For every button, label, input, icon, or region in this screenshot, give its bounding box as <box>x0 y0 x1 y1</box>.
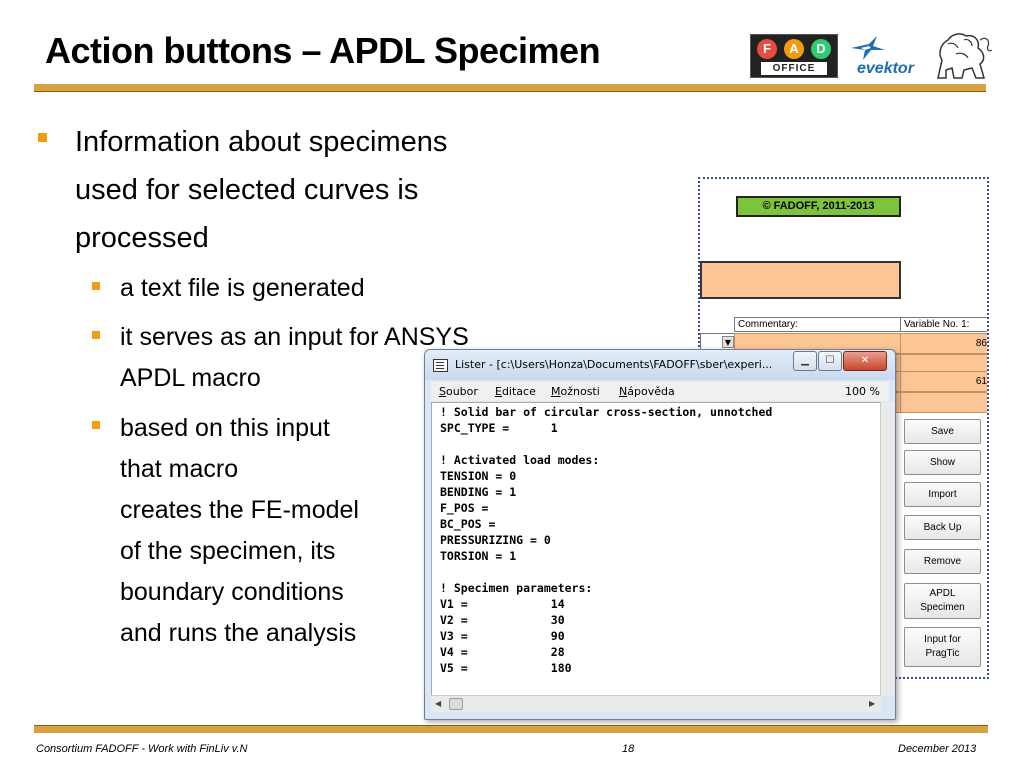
minimize-icon[interactable]: ▁ <box>793 351 817 371</box>
slide-title: Action buttons – APDL Specimen <box>45 30 601 71</box>
sub-bullet-ansys-input: it serves as an input for ANSYS APDL mac… <box>120 317 469 399</box>
content-line <box>440 564 880 580</box>
menu-soubor[interactable]: Soubor <box>439 385 478 398</box>
input-for-pragtic-button[interactable]: Input for PragTic <box>904 627 981 667</box>
horizontal-scrollbar[interactable]: ◀ ▶ <box>431 695 881 712</box>
bullet-line: based on this input <box>120 414 330 442</box>
czech-lion-emblem-icon <box>928 30 994 80</box>
fad-office-logo: F A D OFFICE <box>750 34 838 78</box>
window-titlebar[interactable]: Lister - [c:\Users\Honza\Documents\FADOF… <box>425 350 895 380</box>
bullet-line: creates the FE-model <box>120 496 359 524</box>
menu-bar: Soubor Editace Možnosti Nápověda 100 % <box>431 382 889 401</box>
zoom-level[interactable]: 100 % <box>845 385 880 398</box>
content-line: V5 = 180 <box>440 661 572 675</box>
sub-bullet-marker <box>92 282 100 290</box>
content-line: V3 = 90 <box>440 629 565 643</box>
variable-header: Variable No. 1: <box>900 317 987 332</box>
chevron-down-icon[interactable]: ▼ <box>722 336 734 348</box>
file-content[interactable]: ! Solid bar of circular cross-section, u… <box>431 402 881 696</box>
bullet-line: boundary conditions <box>120 578 344 606</box>
menu-moznosti[interactable]: Možnosti <box>551 385 600 398</box>
content-line: SPC_TYPE = 1 <box>440 421 558 435</box>
maximize-icon[interactable]: ☐ <box>818 351 842 371</box>
close-icon[interactable]: ✕ <box>843 351 887 371</box>
content-line: PRESSURIZING = 0 <box>440 533 551 547</box>
content-line: V1 = 14 <box>440 597 565 611</box>
fad-letter-d: D <box>811 39 831 59</box>
footer-left: Consortium FADOFF - Work with FinLiv v.N <box>36 743 248 755</box>
vertical-scrollbar[interactable] <box>880 402 895 696</box>
commentary-header: Commentary: <box>734 317 902 332</box>
evektor-logo: evektor <box>845 34 925 78</box>
sub-bullet-marker <box>92 421 100 429</box>
title-divider <box>34 84 986 92</box>
content-line <box>440 436 880 452</box>
fad-letter-f: F <box>757 39 777 59</box>
content-line: BENDING = 1 <box>440 485 517 499</box>
content-line: BC_POS = <box>440 517 496 531</box>
menu-editace[interactable]: Editace <box>495 385 536 398</box>
content-line: V4 = 28 <box>440 645 565 659</box>
content-line: V2 = 30 <box>440 613 565 627</box>
content-line: TORSION = 1 <box>440 549 517 563</box>
copyright-label: © FADOFF, 2011-2013 <box>736 196 901 217</box>
page-number: 18 <box>622 743 635 755</box>
sub-bullet-marker <box>92 331 100 339</box>
evektor-star-icon <box>851 36 885 60</box>
sub-bullet-text-file: a text file is generated <box>120 274 365 302</box>
bullet-line: and runs the analysis <box>120 619 357 647</box>
import-button[interactable]: Import <box>904 482 981 507</box>
header-cell <box>700 261 901 299</box>
content-line: ! Solid bar of circular cross-section, u… <box>440 405 773 419</box>
lister-window: Lister - [c:\Users\Honza\Documents\FADOF… <box>424 349 896 720</box>
bullet-line: APDL macro <box>120 364 261 392</box>
lister-app-icon[interactable] <box>433 359 448 372</box>
menu-napoveda[interactable]: Nápověda <box>619 385 675 398</box>
fad-office-text: OFFICE <box>761 62 827 75</box>
remove-button[interactable]: Remove <box>904 549 981 574</box>
show-button[interactable]: Show <box>904 450 981 475</box>
bullet-line: of the specimen, its <box>120 537 336 565</box>
scroll-thumb[interactable] <box>449 698 463 710</box>
footer-date: December 2013 <box>898 743 977 755</box>
bullet-line: that macro <box>120 455 239 483</box>
window-title: Lister - [c:\Users\Honza\Documents\FADOF… <box>455 358 773 371</box>
value-cell[interactable] <box>900 392 987 413</box>
bullet-line: processed <box>75 222 209 254</box>
bullet-information: Information about specimens used for sel… <box>75 118 447 262</box>
save-button[interactable]: Save <box>904 419 981 444</box>
bullet-marker <box>38 133 47 142</box>
content-line: ! Specimen parameters: <box>440 581 593 595</box>
content-line: TENSION = 0 <box>440 469 517 483</box>
scroll-right-icon[interactable]: ▶ <box>869 699 876 708</box>
content-line: ! Activated load modes: <box>440 453 600 467</box>
footer-divider <box>34 725 988 733</box>
value-cell[interactable]: 61 <box>900 371 987 392</box>
fad-letter-a: A <box>784 39 804 59</box>
back-up-button[interactable]: Back Up <box>904 515 981 540</box>
bullet-line: it serves as an input for ANSYS <box>120 323 469 351</box>
scroll-left-icon[interactable]: ◀ <box>435 699 442 708</box>
bullet-line: Information about specimens <box>75 126 448 158</box>
bullet-line: used for selected curves is <box>75 174 419 206</box>
sub-bullet-macro: based on this input that macro creates t… <box>120 408 359 654</box>
content-line: F_POS = <box>440 501 489 515</box>
value-cell[interactable]: 86 <box>900 333 987 354</box>
apdl-specimen-button[interactable]: APDL Specimen <box>904 583 981 619</box>
evektor-text: evektor <box>857 60 914 77</box>
